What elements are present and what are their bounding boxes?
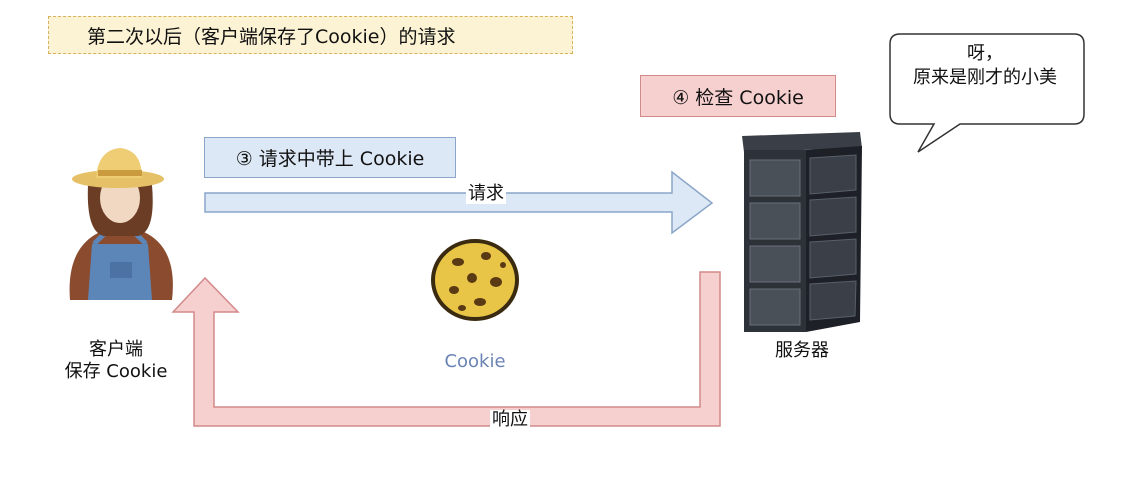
client-caption-line-2: 保存 Cookie (64, 361, 168, 382)
step3-label: ③ 请求中带上 Cookie (204, 137, 456, 178)
request-label: 请求 (466, 183, 506, 204)
cookie-caption: Cookie (444, 351, 506, 372)
cookie-icon (431, 239, 519, 321)
bubble-line-2: 原来是刚才的小美 (913, 67, 1057, 88)
speech-bubble-text: 呀， 原来是刚才的小美 (888, 42, 1082, 90)
speech-bubble-icon (889, 33, 1085, 153)
response-arrow (171, 271, 721, 427)
farmer-avatar-icon (69, 148, 173, 300)
request-arrow (204, 170, 714, 235)
response-label: 响应 (490, 409, 530, 430)
client-caption-line-1: 客户端 (89, 339, 143, 360)
step4-label: ④ 检查 Cookie (640, 75, 836, 117)
server-caption: 服务器 (775, 340, 829, 361)
client-caption: 客户端 保存 Cookie (46, 339, 186, 383)
server-rack-icon (742, 132, 862, 332)
diagram-title: 第二次以后（客户端保存了Cookie）的请求 (48, 16, 573, 54)
bubble-line-1: 呀， (967, 43, 1003, 64)
